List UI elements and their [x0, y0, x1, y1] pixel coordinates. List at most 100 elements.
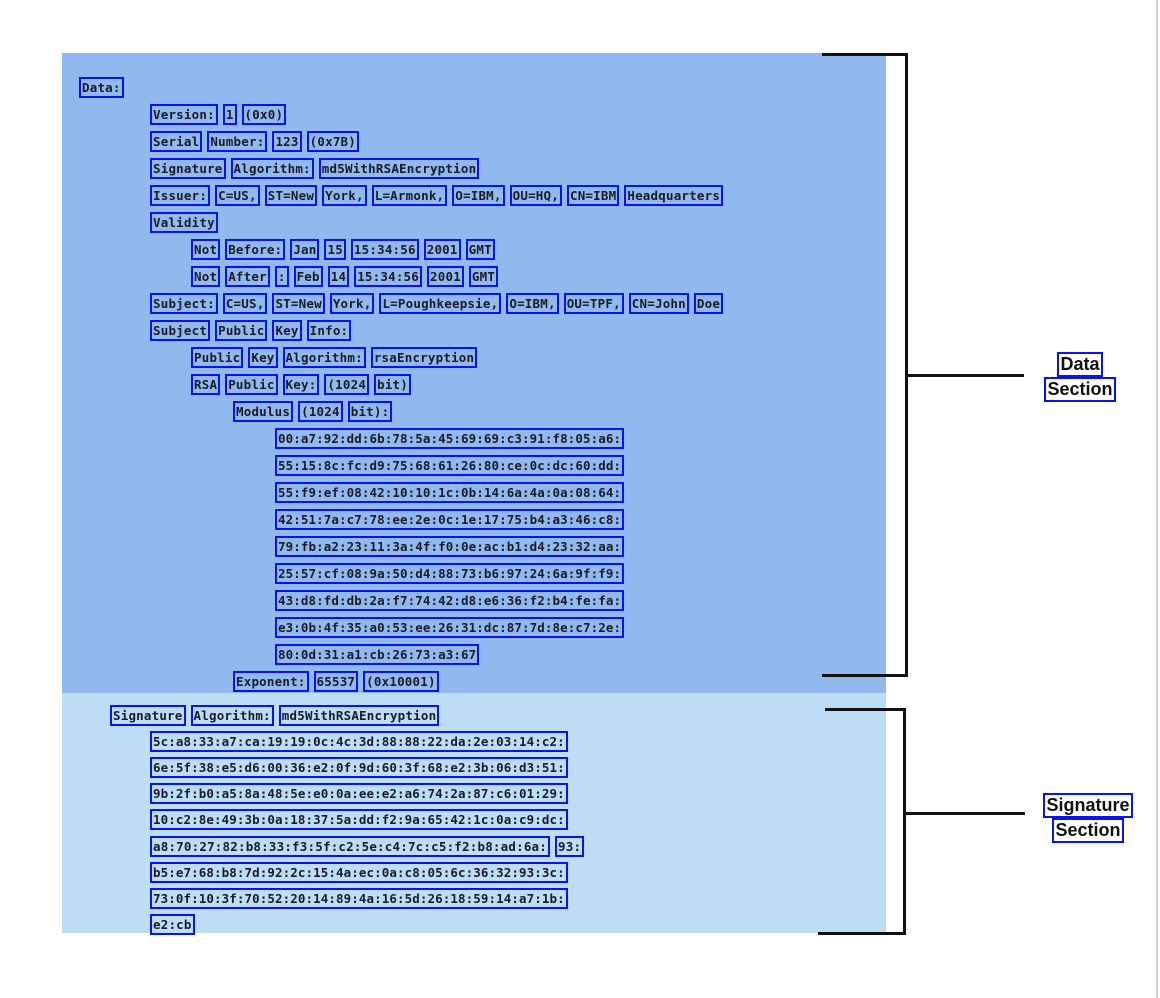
text-token: O=IBM, — [506, 292, 559, 314]
text-token: 14 — [327, 265, 350, 287]
text-token: GMT — [468, 265, 499, 287]
text-token: York, — [329, 292, 375, 314]
text-token: Key — [248, 346, 278, 368]
signature-bracket-bottom — [818, 932, 906, 935]
text-token: Jan — [290, 238, 320, 260]
text-token: 55:f9:ef:08:42:10:10:1c:0b:14:6a:4a:0a:0… — [275, 481, 625, 503]
signature-bracket-top — [825, 708, 906, 711]
text-token: Subject: — [150, 292, 218, 314]
signature-line: 5c:a8:33:a7:ca:19:19:0c:4c:3d:88:88:22:d… — [150, 730, 568, 752]
data-bracket-vertical — [905, 53, 908, 677]
text-token: Info: — [306, 319, 352, 341]
data-line: 00:a7:92:dd:6b:78:5a:45:69:69:c3:91:f8:0… — [275, 427, 625, 449]
data-line: 55:f9:ef:08:42:10:10:1c:0b:14:6a:4a:0a:0… — [275, 481, 625, 503]
text-token: 15:34:56 — [354, 265, 423, 287]
text-token: Before: — [225, 238, 286, 260]
data-section-panel — [62, 53, 886, 693]
text-token: a8:70:27:82:b8:33:f3:5f:c2:5e:c4:7c:c5:f… — [150, 835, 551, 857]
signature-section-label-line1: Signature — [1043, 793, 1133, 818]
data-line: Validity — [150, 211, 218, 233]
text-token: Feb — [293, 265, 323, 287]
text-token: bit): — [347, 400, 393, 422]
text-token: Version: — [150, 103, 218, 125]
signature-line: 6e:5f:38:e5:d6:00:36:e2:0f:9d:60:3f:68:e… — [150, 756, 568, 778]
text-token: Headquarters — [624, 184, 724, 206]
text-token: CN=John — [628, 292, 689, 314]
data-line: Data: — [79, 76, 124, 98]
text-token: 79:fb:a2:23:11:3a:4f:f0:0e:ac:b1:d4:23:3… — [275, 535, 625, 557]
right-edge-divider — [1156, 0, 1158, 998]
text-token: OU=TPF, — [563, 292, 624, 314]
signature-bracket-pointer — [903, 812, 1025, 815]
text-token: : — [274, 265, 289, 287]
text-token: b5:e7:68:b8:7d:92:2c:15:4a:ec:0a:c8:05:6… — [150, 861, 568, 883]
signature-bracket-vertical — [903, 708, 906, 935]
text-token: 73:0f:10:3f:70:52:20:14:89:4a:16:5d:26:1… — [150, 887, 568, 909]
text-token: ST=New — [264, 184, 318, 206]
data-bracket-top — [822, 53, 908, 56]
text-token: RSA — [191, 373, 221, 395]
data-line: 43:d8:fd:db:2a:f7:74:42:d8:e6:36:f2:b4:f… — [275, 589, 625, 611]
signature-section-label-line2: Section — [1052, 818, 1124, 843]
text-token: Serial — [150, 130, 203, 152]
text-token: Key — [272, 319, 302, 341]
signature-line: e2:cb — [150, 914, 195, 936]
text-token: York, — [322, 184, 367, 206]
text-token: Public — [215, 319, 268, 341]
text-token: 55:15:8c:fc:d9:75:68:61:26:80:ce:0c:dc:6… — [275, 454, 625, 476]
text-token: 43:d8:fd:db:2a:f7:74:42:d8:e6:36:f2:b4:f… — [275, 589, 625, 611]
data-line: Exponent:65537(0x10001) — [233, 670, 439, 692]
text-token: 2001 — [423, 238, 461, 260]
text-token: Signature — [110, 704, 186, 726]
text-token: Algorithm: — [282, 346, 366, 368]
text-token: Public — [225, 373, 278, 395]
text-token: 15:34:56 — [350, 238, 419, 260]
text-token: 10:c2:8e:49:3b:0a:18:37:5a:dd:f2:9a:65:4… — [150, 809, 568, 831]
text-token: 9b:2f:b0:a5:8a:48:5e:e0:0a:ee:e2:a6:74:2… — [150, 783, 568, 805]
signature-section-panel — [62, 693, 886, 933]
text-token: rsaEncryption — [370, 346, 478, 368]
text-token: Not — [191, 238, 221, 260]
text-token: md5WithRSAEncryption — [318, 157, 480, 179]
signature-line: b5:e7:68:b8:7d:92:2c:15:4a:ec:0a:c8:05:6… — [150, 861, 568, 883]
text-token: Not — [191, 265, 221, 287]
text-token: e3:0b:4f:35:a0:53:ee:26:31:dc:87:7d:8e:c… — [275, 616, 625, 638]
text-token: 6e:5f:38:e5:d6:00:36:e2:0f:9d:60:3f:68:e… — [150, 756, 568, 778]
text-token: md5WithRSAEncryption — [278, 704, 440, 726]
data-bracket-bottom — [822, 674, 908, 677]
text-token: Algorithm: — [230, 157, 314, 179]
text-token: (0x7B) — [306, 130, 359, 152]
text-token: CN=IBM — [566, 184, 620, 206]
text-token: Public — [191, 346, 244, 368]
signature-line: 10:c2:8e:49:3b:0a:18:37:5a:dd:f2:9a:65:4… — [150, 809, 568, 831]
data-line: 80:0d:31:a1:cb:26:73:a3:67 — [275, 643, 480, 665]
data-line: 55:15:8c:fc:d9:75:68:61:26:80:ce:0c:dc:6… — [275, 454, 625, 476]
text-token: bit) — [374, 373, 411, 395]
text-token: 65537 — [313, 670, 359, 692]
signature-line: 73:0f:10:3f:70:52:20:14:89:4a:16:5d:26:1… — [150, 887, 568, 909]
text-token: 123 — [272, 130, 302, 152]
text-token: 25:57:cf:08:9a:50:d4:88:73:b6:97:24:6a:9… — [275, 562, 625, 584]
text-token: 1 — [222, 103, 237, 125]
text-token: Key: — [282, 373, 320, 395]
text-token: 5c:a8:33:a7:ca:19:19:0c:4c:3d:88:88:22:d… — [150, 730, 568, 752]
signature-section-label: Signature Section — [1028, 793, 1148, 843]
text-token: Doe — [693, 292, 724, 314]
text-token: O=IBM, — [452, 184, 505, 206]
text-token: Signature — [150, 157, 226, 179]
text-token: (0x10001) — [363, 670, 439, 692]
text-token: Number: — [207, 130, 268, 152]
text-token: After — [225, 265, 270, 287]
text-token: L=Armonk, — [371, 184, 448, 206]
text-token: OU=HQ, — [509, 184, 562, 206]
data-section-label-line2: Section — [1044, 377, 1116, 402]
